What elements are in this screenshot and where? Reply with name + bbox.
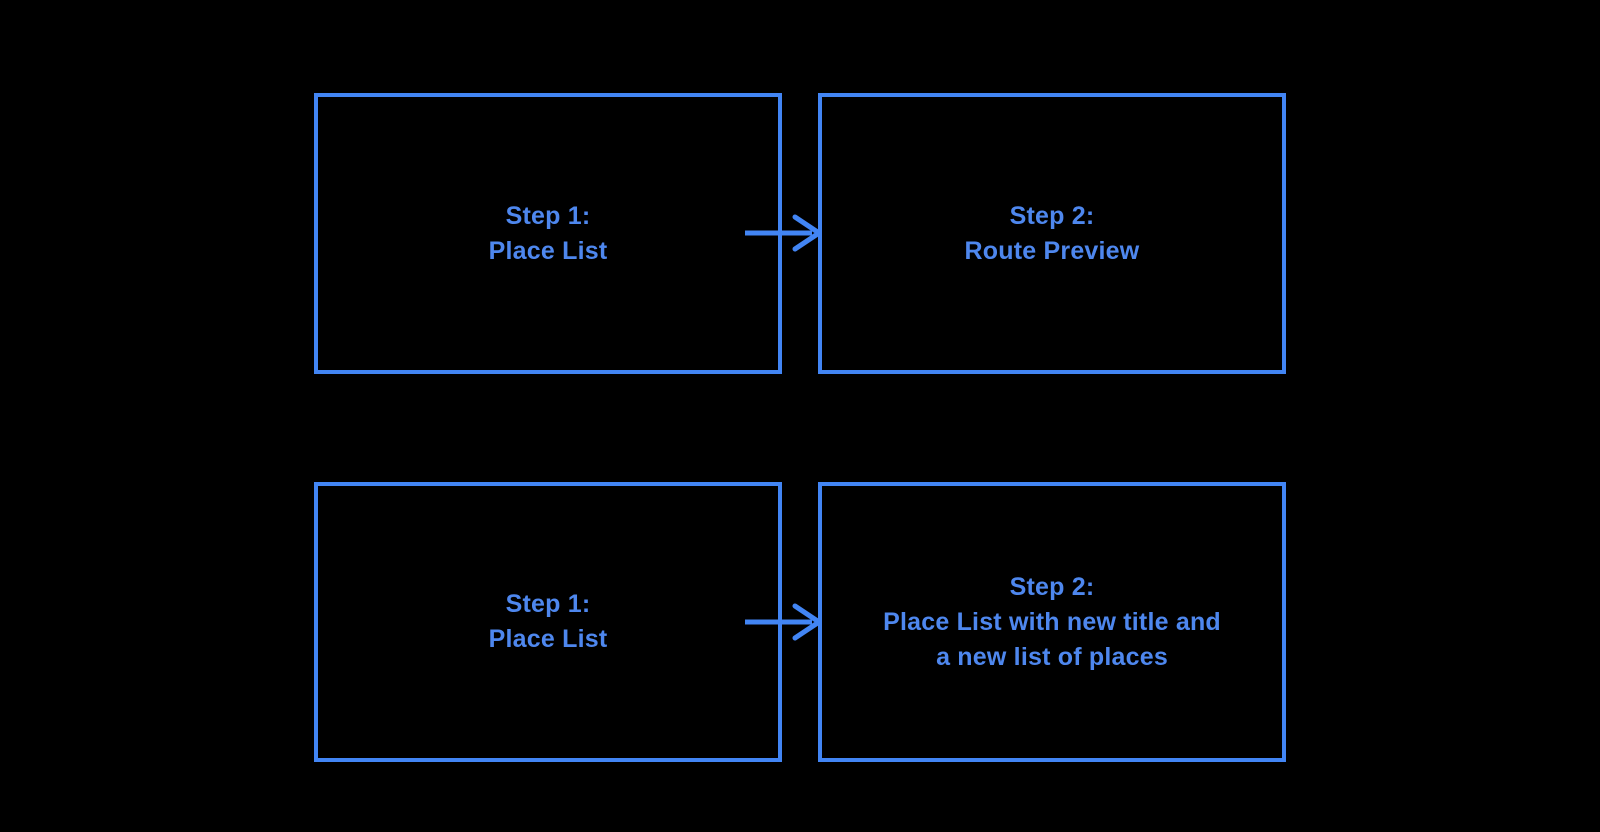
- box-subtitle-line: Place List: [488, 625, 608, 653]
- box-title-line: Step 1:: [505, 590, 591, 618]
- box-subtitle-line: Place List with new title and: [883, 607, 1221, 636]
- box-title-line: Step 2:: [1009, 201, 1095, 230]
- box-subtitle-line: Place List: [488, 236, 608, 265]
- box-subtitle-line-2: a new list of places: [936, 642, 1168, 671]
- box-title-line: Step 1:: [505, 201, 591, 230]
- arrow-right-icon: [738, 592, 830, 652]
- step2-route-preview-box-row1: Step 2: Route Preview: [818, 93, 1286, 374]
- step2-new-place-list-box-row2: Step 2: Place List with new title and a …: [818, 482, 1286, 762]
- step1-place-list-box-row2: Step 1: Place List: [314, 482, 782, 762]
- step1-place-list-box-row1: Step 1: Place List: [314, 93, 782, 374]
- arrow-right-icon: [738, 203, 830, 263]
- box-subtitle-line: Route Preview: [964, 236, 1140, 265]
- box-title-line: Step 2:: [1009, 572, 1095, 601]
